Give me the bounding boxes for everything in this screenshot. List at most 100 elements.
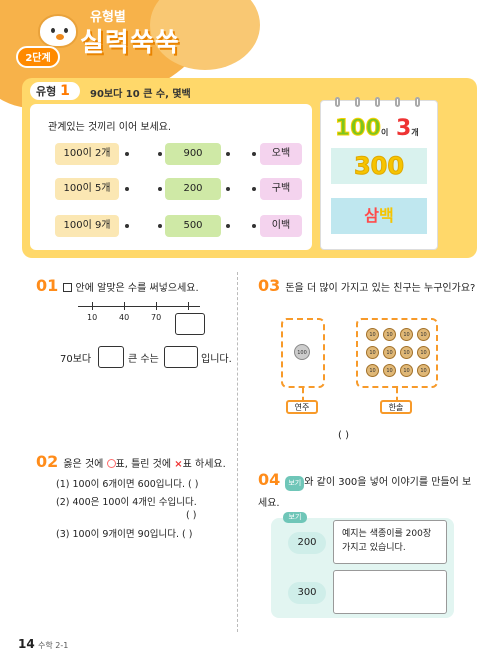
answer-number-oval: 300 xyxy=(288,582,326,604)
matching-instruction: 관계있는 것끼리 이어 보세요. xyxy=(48,122,172,133)
q1-answer-box-2[interactable] xyxy=(164,346,198,368)
header-title: 실력쑥쑥 xyxy=(80,28,180,58)
concept-reading-red: 삼 xyxy=(364,206,379,225)
concept-reading-yellow: 백 xyxy=(379,206,394,225)
concept-line: 100이 3개 xyxy=(335,116,419,142)
q3-text: 돈을 더 많이 가지고 있는 친구는 누구인가요? xyxy=(285,283,476,294)
example-number-oval: 200 xyxy=(288,532,326,554)
coin-10-icon: 10 xyxy=(383,328,396,341)
type-title: 90보다 10 큰 수, 몇백 xyxy=(90,89,191,100)
header-subtitle: 유형별 xyxy=(90,10,126,25)
match-dot[interactable] xyxy=(158,224,162,228)
number-line xyxy=(78,306,200,307)
numberline-answer-box[interactable] xyxy=(175,313,205,335)
match-right-2[interactable]: 구백 xyxy=(260,178,302,200)
connector-line xyxy=(302,388,304,402)
q3-answer-blank[interactable]: ( ) xyxy=(338,430,349,441)
type-badge: 유형 1 xyxy=(30,82,80,100)
match-dot[interactable] xyxy=(252,187,256,191)
square-box-icon xyxy=(63,283,73,292)
q1-sentence-a: 70보다 xyxy=(60,354,92,365)
match-middle-2[interactable]: 200 xyxy=(165,178,221,200)
q3-header: 03 돈을 더 많이 가지고 있는 친구는 누구인가요? xyxy=(258,276,478,296)
tick-mark xyxy=(188,302,189,310)
coin-10-icon: 10 xyxy=(366,364,379,377)
tick-label-10: 10 xyxy=(87,313,98,322)
coin-10-icon: 10 xyxy=(400,346,413,359)
concept-unit: 개 xyxy=(411,128,419,137)
q3-number: 03 xyxy=(258,276,281,295)
footer-subject: 수학 2-1 xyxy=(38,641,69,650)
coin-10-icon: 10 xyxy=(366,346,379,359)
q1-sentence-b: 큰 수는 xyxy=(128,354,159,365)
q2-item-1[interactable]: (1) 100이 6개이면 600입니다. ( ) xyxy=(56,479,199,490)
match-dot[interactable] xyxy=(158,187,162,191)
coin-10-icon: 10 xyxy=(400,364,413,377)
q2-text-c: 표 하세요. xyxy=(182,459,226,470)
match-dot[interactable] xyxy=(252,224,256,228)
concept-number: 300 xyxy=(331,148,427,184)
q1-sentence-c: 입니다. xyxy=(201,354,232,365)
match-left-2[interactable]: 100이 5개 xyxy=(55,178,119,200)
connector-line xyxy=(396,388,398,402)
concept-reading: 삼백 xyxy=(331,198,427,234)
name-tag-yeonju: 연주 xyxy=(286,400,318,414)
tick-mark xyxy=(156,302,157,310)
match-right-3[interactable]: 이백 xyxy=(260,215,302,237)
q2-header: 02 옳은 것에 표, 틀린 것에 ×표 하세요. xyxy=(36,452,236,472)
concept-hundred: 100 xyxy=(335,116,382,142)
q1-text-wrap: 안에 알맞은 수를 써넣으세요. xyxy=(63,283,199,294)
match-middle-1[interactable]: 900 xyxy=(165,143,221,165)
q1-number: 01 xyxy=(36,276,59,295)
concept-particle: 이 xyxy=(380,128,389,137)
q4-text: 와 같이 300을 넣어 이야기를 만들어 보세요. xyxy=(258,477,472,509)
concept-count: 3 xyxy=(395,116,412,141)
match-left-1[interactable]: 100이 2개 xyxy=(55,143,119,165)
header-background-accent xyxy=(150,0,260,70)
example-text: 예지는 색종이를 200장 가지고 있습니다. xyxy=(342,529,432,553)
example-text-box: 예지는 색종이를 200장 가지고 있습니다. xyxy=(333,520,447,564)
stage-badge: 2단계 xyxy=(16,46,60,68)
coin-10-icon: 10 xyxy=(417,346,430,359)
coin-10-icon: 10 xyxy=(366,328,379,341)
match-dot[interactable] xyxy=(226,187,230,191)
q1-text: 안에 알맞은 수를 써넣으세요. xyxy=(75,283,199,294)
coin-10-icon: 10 xyxy=(417,328,430,341)
coin-10-icon: 10 xyxy=(417,364,430,377)
q1-answer-box-1[interactable] xyxy=(98,346,124,368)
x-mark-icon: × xyxy=(174,459,183,470)
example-label: 보기 xyxy=(283,512,307,523)
name-tag-hansol: 한솔 xyxy=(380,400,412,414)
circle-mark-icon xyxy=(106,459,116,468)
match-left-3[interactable]: 100이 9개 xyxy=(55,215,119,237)
type-badge-number: 1 xyxy=(60,83,70,99)
tick-label-70: 70 xyxy=(151,313,162,322)
q2-text-b: 표, 틀린 것에 xyxy=(115,459,172,470)
q2-number: 02 xyxy=(36,452,59,471)
type-badge-label: 유형 xyxy=(36,85,57,98)
match-dot[interactable] xyxy=(125,152,129,156)
page-number: 14 xyxy=(18,637,35,651)
match-middle-3[interactable]: 500 xyxy=(165,215,221,237)
coin-100-icon: 100 xyxy=(294,344,310,360)
match-dot[interactable] xyxy=(125,224,129,228)
match-right-1[interactable]: 오백 xyxy=(260,143,302,165)
coin-10-icon: 10 xyxy=(383,346,396,359)
coin-10-icon: 10 xyxy=(400,328,413,341)
match-dot[interactable] xyxy=(226,224,230,228)
q2-text-a: 옳은 것에 xyxy=(63,459,104,470)
column-divider xyxy=(237,272,238,632)
example-label-inline: 보기 xyxy=(285,476,305,491)
match-dot[interactable] xyxy=(252,152,256,156)
q2-item-2[interactable]: (2) 400은 100이 4개인 수입니다. xyxy=(56,497,197,508)
match-dot[interactable] xyxy=(226,152,230,156)
q2-item-2-paren[interactable]: ( ) xyxy=(186,510,197,521)
match-dot[interactable] xyxy=(158,152,162,156)
q2-item-3[interactable]: (3) 100이 9개이면 90입니다. ( ) xyxy=(56,529,193,540)
match-dot[interactable] xyxy=(125,187,129,191)
tick-label-40: 40 xyxy=(119,313,130,322)
tick-mark xyxy=(124,302,125,310)
tick-mark xyxy=(92,302,93,310)
q4-answer-box[interactable] xyxy=(333,570,447,614)
